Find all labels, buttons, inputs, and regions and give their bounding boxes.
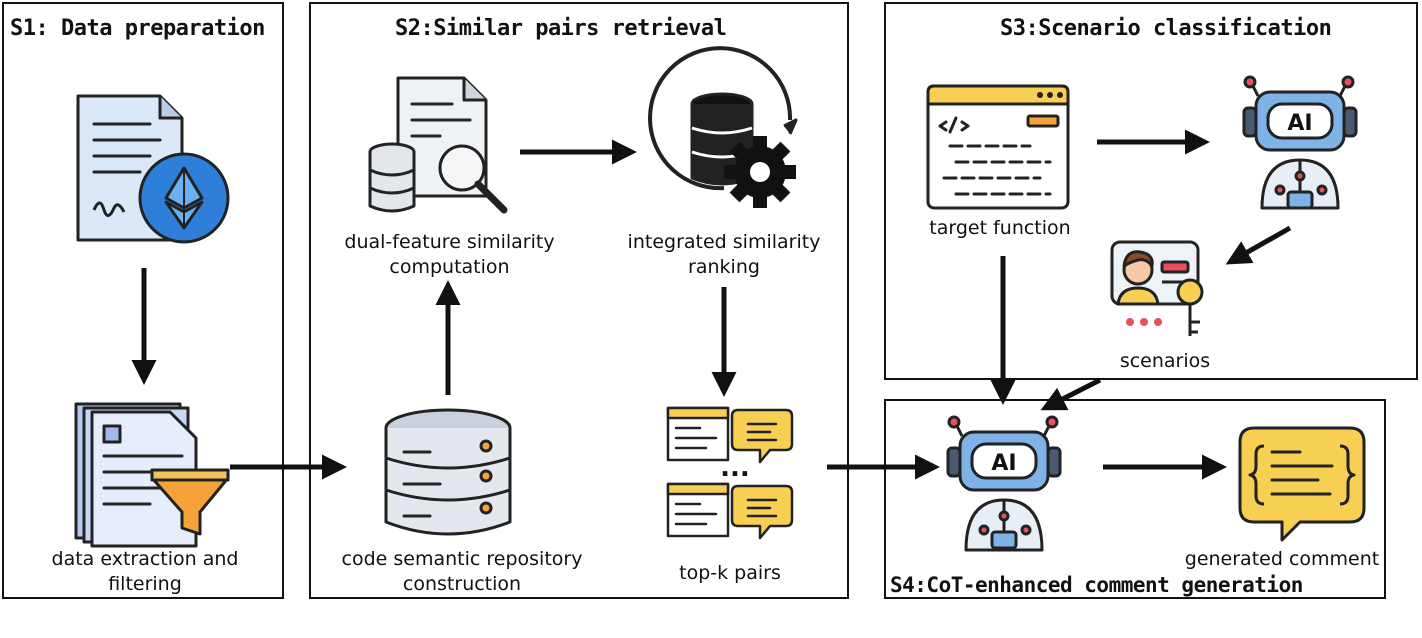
topk-caption: top-k pairs xyxy=(679,562,781,584)
arrow-scenarios-to-ai4 xyxy=(1040,377,1102,411)
caption-line: ranking xyxy=(688,256,760,278)
scenarios-caption: scenarios xyxy=(1119,350,1211,372)
caption-line: integrated similarity xyxy=(627,231,821,253)
similarity-search-icon xyxy=(368,76,508,214)
stage-title-s1: S1: Data preparation xyxy=(10,16,265,41)
topk-ellipsis: ... xyxy=(720,453,750,483)
ai-robot-s3-icon xyxy=(1242,75,1358,210)
caption-line: code semantic repository xyxy=(341,548,583,570)
stage-title-s4: S4:CoT-enhanced comment generation xyxy=(890,573,1303,597)
caption-line: data extraction and xyxy=(51,548,239,570)
code-window-icon xyxy=(926,84,1070,210)
flow-arrows xyxy=(131,129,1292,480)
ranking-caption: integrated similarity ranking xyxy=(600,230,848,280)
dual-feature-caption: dual-feature similarity computation xyxy=(312,230,587,280)
scenario-card-icon xyxy=(1110,240,1204,336)
smart-contract-icon xyxy=(76,94,230,244)
topk-pairs-icon xyxy=(666,406,794,540)
comment-bubble-icon xyxy=(1238,426,1366,542)
stage-title-s3: S3:Scenario classification xyxy=(1000,16,1332,41)
data-extraction-caption: data extraction and filtering xyxy=(10,547,280,597)
arrow-ai3-to-scenarios xyxy=(1225,225,1292,265)
generated-comment-caption: generated comment xyxy=(1184,548,1380,570)
data-filter-icon xyxy=(74,402,230,548)
repository-database-icon xyxy=(384,408,512,536)
caption-line: filtering xyxy=(108,573,182,595)
target-function-caption: target function xyxy=(929,217,1071,239)
ai-label-s4: AI xyxy=(991,451,1016,476)
caption-line: computation xyxy=(389,256,510,278)
repository-caption: code semantic repository construction xyxy=(312,547,612,597)
stage-title-s2: S2:Similar pairs retrieval xyxy=(395,16,727,41)
ranking-gear-icon xyxy=(648,46,798,208)
caption-line: construction xyxy=(402,573,522,595)
ai-label-s3: AI xyxy=(1287,111,1312,136)
ai-robot-s4-icon xyxy=(946,415,1062,552)
caption-line: dual-feature similarity xyxy=(344,231,555,253)
